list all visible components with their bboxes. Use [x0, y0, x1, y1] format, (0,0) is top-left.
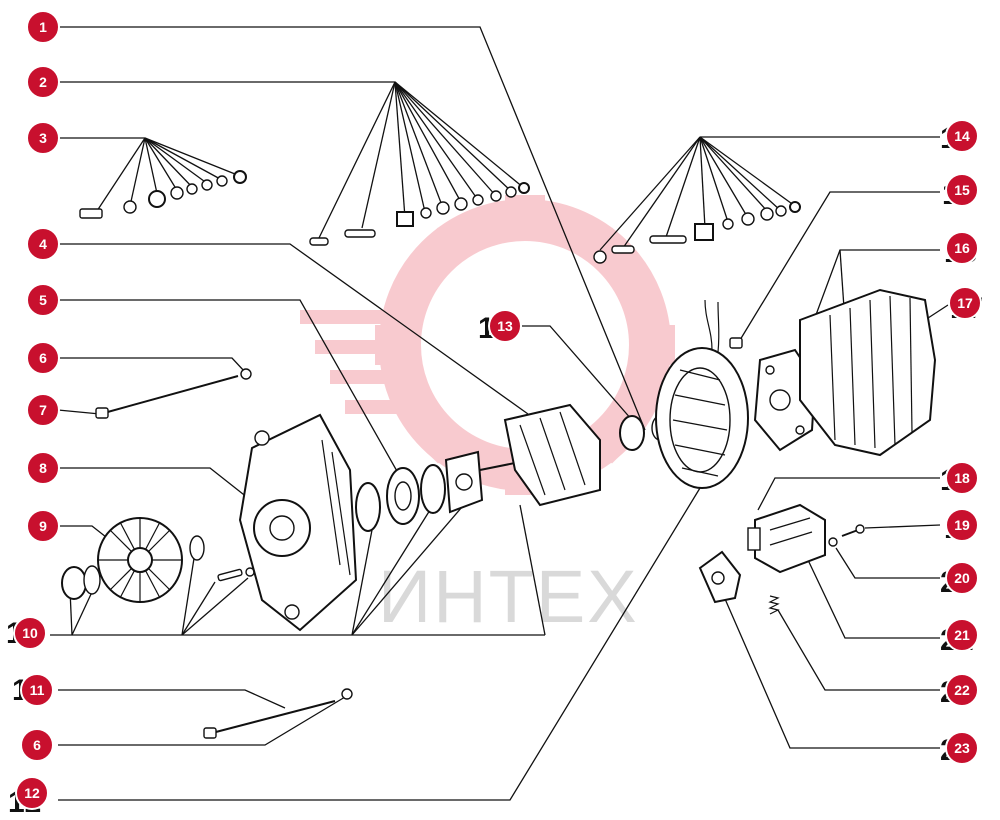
callout-label: 19 [954, 517, 970, 533]
callout-label: 4 [39, 236, 47, 252]
callout-7[interactable]: 7 [26, 393, 60, 427]
callout-label: 7 [39, 402, 47, 418]
callout-16[interactable]: 16 [945, 231, 979, 265]
callout-label: 23 [954, 740, 970, 756]
callout-4[interactable]: 4 [26, 227, 60, 261]
callout-label: 10 [22, 625, 38, 641]
part-fasteners-set-2 [309, 182, 530, 246]
callout-label: 13 [497, 318, 513, 334]
part-drive-housing-17 [799, 288, 937, 457]
callout-label: 20 [954, 570, 970, 586]
watermark-gear-logo [300, 195, 675, 495]
callout-2[interactable]: 2 [26, 65, 60, 99]
callout-13[interactable]: 13 [488, 309, 522, 343]
callout-5[interactable]: 5 [26, 283, 60, 317]
callout-label: 15 [954, 182, 970, 198]
part-stator-12 [655, 299, 749, 489]
callout-14[interactable]: 14 [945, 119, 979, 153]
callout-23[interactable]: 23 [945, 731, 979, 765]
callout-8[interactable]: 8 [26, 451, 60, 485]
callout-21[interactable]: 21 [945, 618, 979, 652]
callout-22[interactable]: 22 [945, 673, 979, 707]
callout-18[interactable]: 18 [945, 461, 979, 495]
callout-6b[interactable]: 6 [20, 728, 54, 762]
callout-label: 17 [957, 295, 973, 311]
callout-label: 16 [954, 240, 970, 256]
part-washer-20 [828, 537, 838, 547]
callout-9[interactable]: 9 [26, 509, 60, 543]
callout-label: 12 [24, 785, 40, 801]
part-screw-19 [841, 524, 865, 537]
callout-11[interactable]: 11 [20, 673, 54, 707]
callout-6[interactable]: 6 [26, 341, 60, 375]
leader-lines [50, 26, 949, 801]
callout-label: 6 [33, 737, 41, 753]
callout-label: 21 [954, 627, 970, 643]
part-regulator-18 [747, 503, 826, 574]
callout-12[interactable]: 12 [15, 776, 49, 810]
callout-label: 2 [39, 74, 47, 90]
part-nut-washers [61, 535, 255, 600]
callout-label: 1 [39, 19, 47, 35]
part-through-bolt-7 [95, 368, 252, 419]
part-bearing-5 [355, 450, 484, 532]
part-end-housing-8 [238, 413, 358, 632]
callout-label: 22 [954, 682, 970, 698]
callout-label: 14 [954, 128, 970, 144]
callout-label: 18 [954, 470, 970, 486]
part-fan-9 [97, 517, 183, 603]
callout-15[interactable]: 15 [945, 173, 979, 207]
part-fasteners-set-3 [79, 170, 247, 219]
part-fasteners-set-14 [593, 201, 801, 264]
callout-19[interactable]: 19 [945, 508, 979, 542]
callout-label: 3 [39, 130, 47, 146]
callout-label: 8 [39, 460, 47, 476]
callout-label: 5 [39, 292, 47, 308]
part-brush-holder-23 [698, 550, 742, 604]
part-spring-22 [768, 595, 780, 615]
callout-20[interactable]: 20 [945, 561, 979, 595]
callout-badges: 1 2 3 4 5 6 7 8 9 10 11 6 12 13 14 15 16… [13, 10, 982, 810]
watermark-text: ИНТЕХ [378, 555, 639, 638]
callout-label: 9 [39, 518, 47, 534]
part-through-bolt-11 [203, 688, 353, 739]
callout-label: 6 [39, 350, 47, 366]
callout-17[interactable]: 17 [948, 286, 982, 320]
callout-1[interactable]: 1 [26, 10, 60, 44]
callout-10[interactable]: 10 [13, 616, 47, 650]
callout-label: 11 [30, 682, 45, 698]
callout-3[interactable]: 3 [26, 121, 60, 155]
